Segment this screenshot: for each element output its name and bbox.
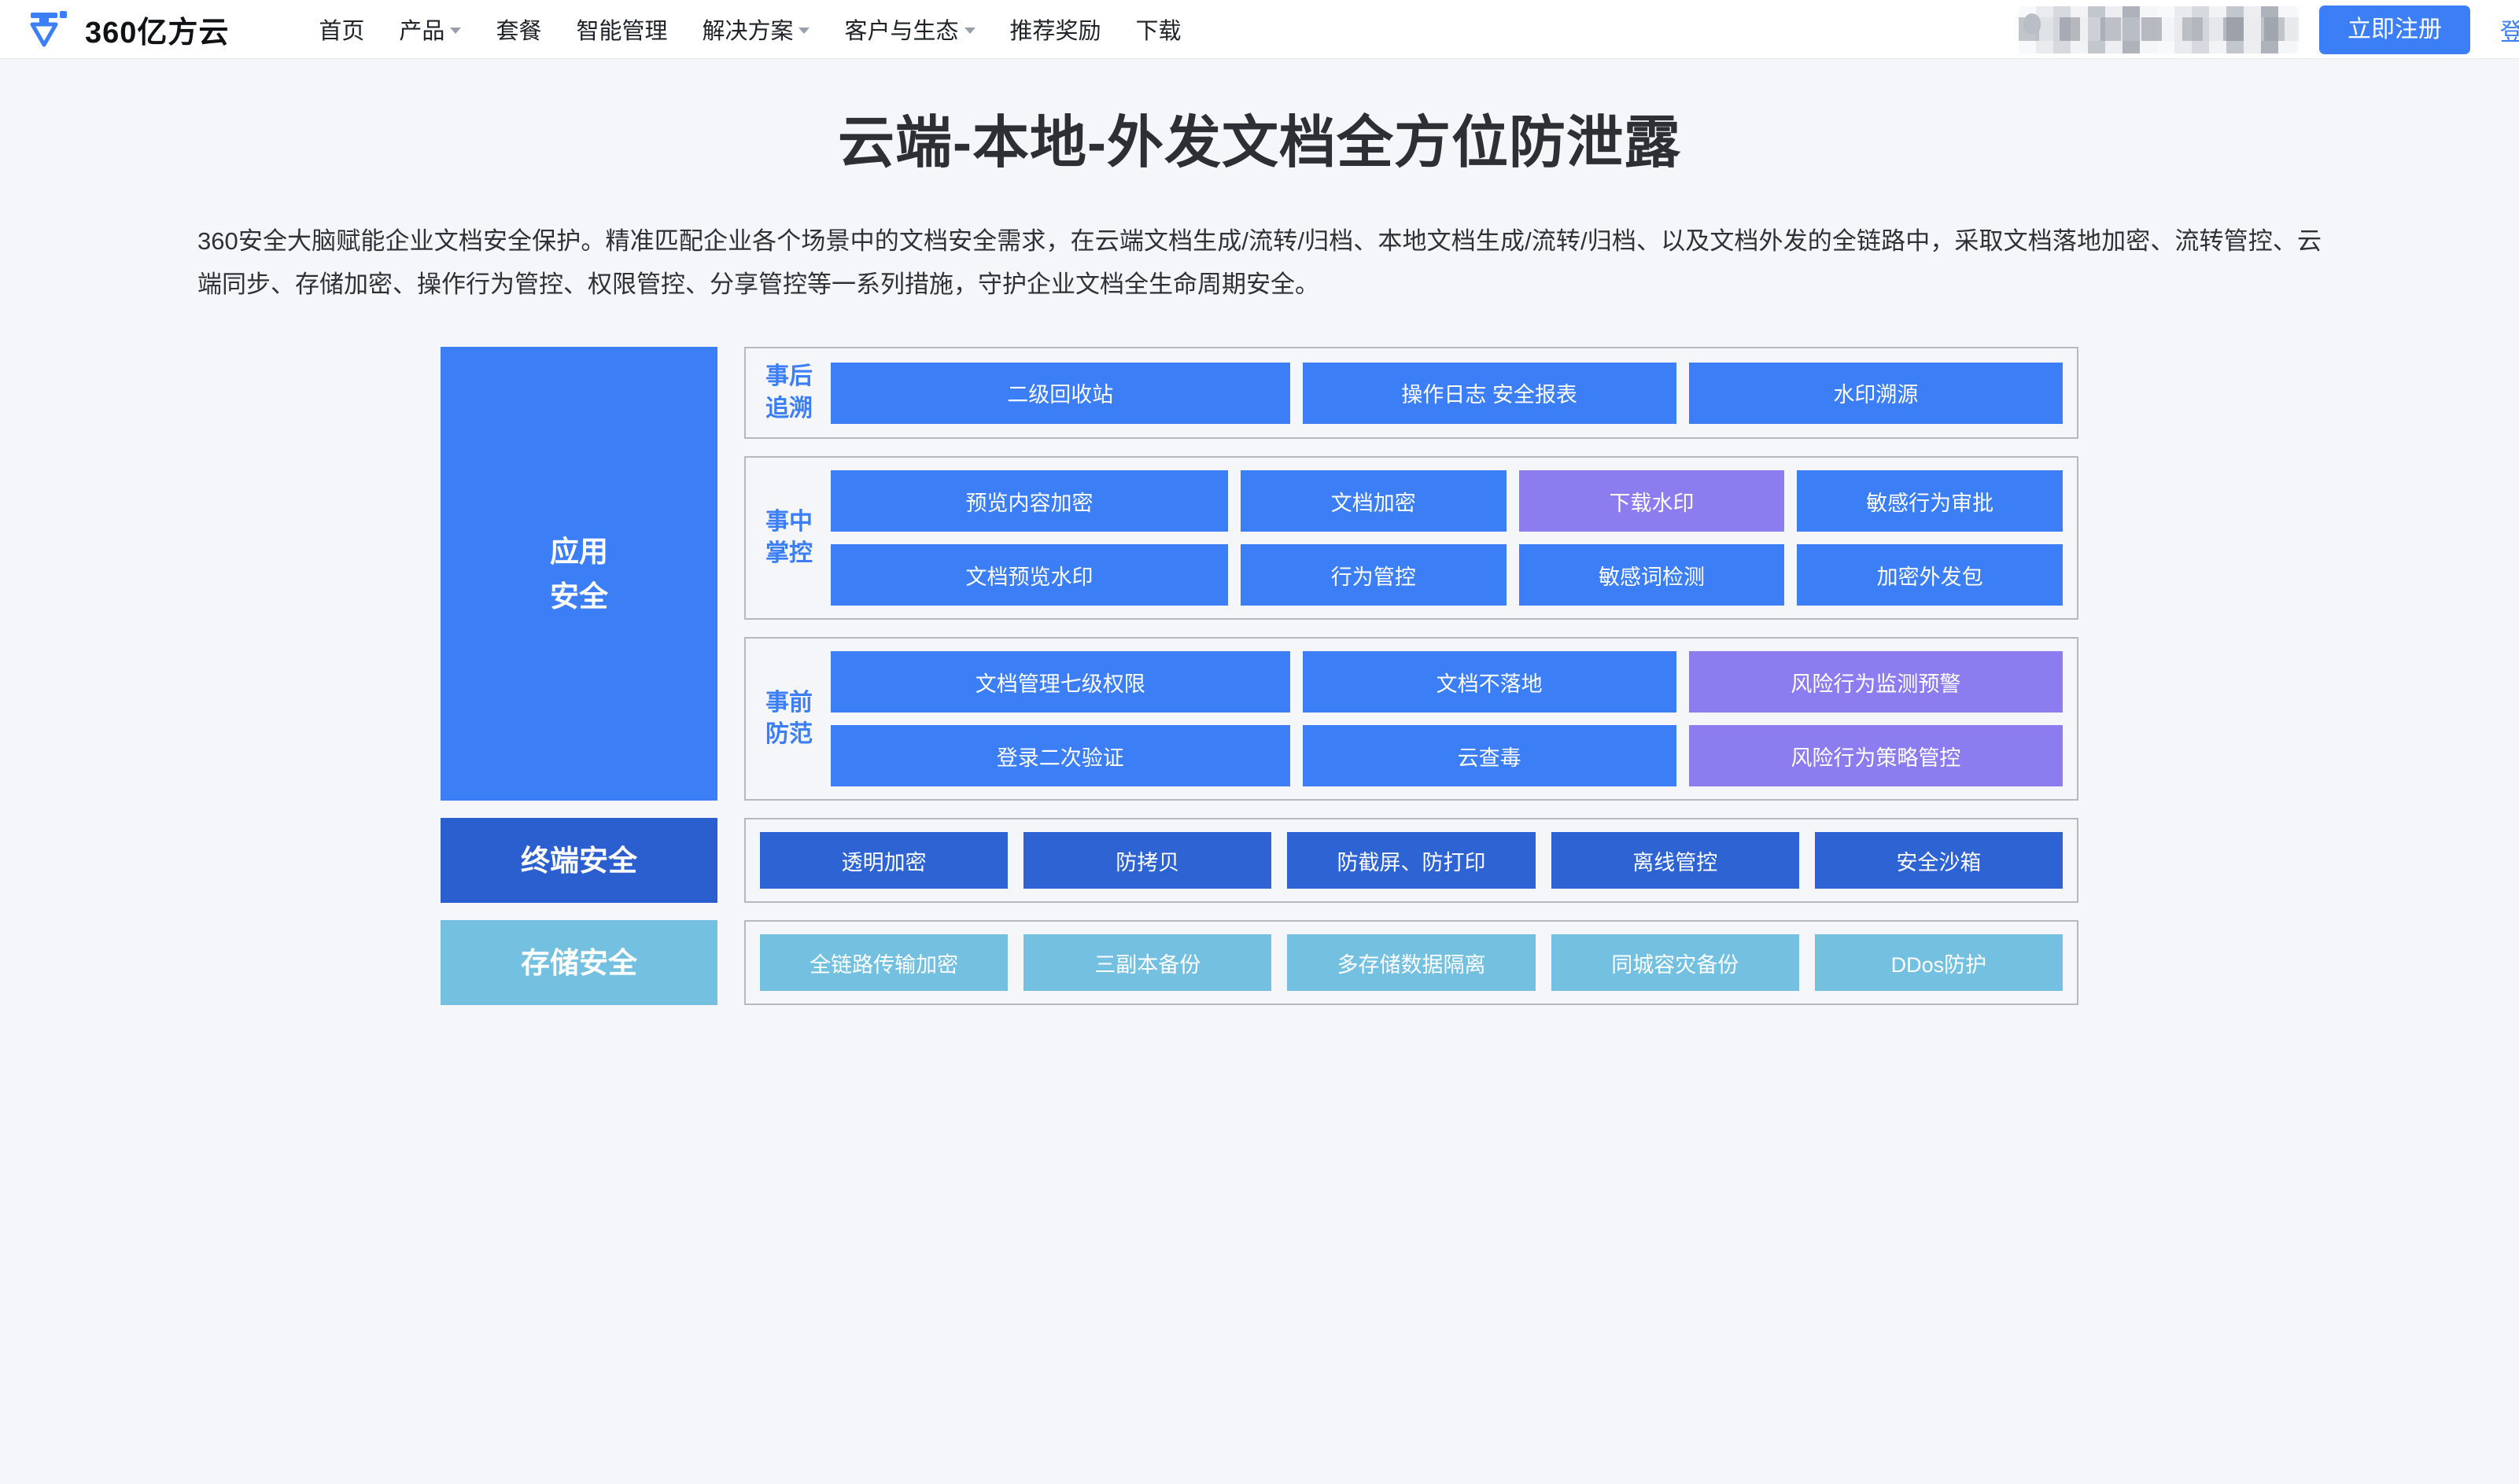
card-row: 全链路传输加密 三副本备份 多存储数据隔离 同城容灾备份 DDos防护 (760, 934, 2064, 992)
security-architecture-diagram: 应用 安全 事后 追溯 二级回收站 操作日志 安全报表 水印溯源 (441, 347, 2078, 1006)
feature-card[interactable]: 登录二次验证 (831, 725, 1290, 787)
nav-item-download[interactable]: 下载 (1119, 0, 1199, 59)
feature-card[interactable]: 预览内容加密 (831, 470, 1228, 532)
phase-box-post-incident: 事后 追溯 二级回收站 操作日志 安全报表 水印溯源 (744, 347, 2078, 440)
domain-label-line1: 应用 (550, 535, 608, 568)
chevron-down-icon (964, 28, 976, 34)
feature-card[interactable]: 文档加密 (1240, 470, 1507, 532)
storage-security-cards: 全链路传输加密 三副本备份 多存储数据隔离 同城容灾备份 DDos防护 (744, 920, 2078, 1006)
nav-item-label: 首页 (319, 19, 365, 44)
feature-card[interactable]: 二级回收站 (831, 362, 1290, 424)
account-redacted-area[interactable] (2019, 6, 2299, 53)
nav-item-customers-ecosystem[interactable]: 客户与生态 (827, 0, 992, 59)
chevron-down-icon (450, 28, 462, 34)
page-title: 云端-本地-外发文档全方位防泄露 (838, 112, 1681, 175)
feature-card[interactable]: 水印溯源 (1688, 362, 2063, 424)
nav-item-label: 推荐奖励 (1009, 19, 1101, 44)
chevron-down-icon (798, 28, 810, 34)
feature-card[interactable]: 多存储数据隔离 (1287, 934, 1536, 992)
endpoint-security-group: 终端安全 透明加密 防拷贝 防截屏、防打印 离线管控 安全沙箱 (441, 818, 2078, 904)
phase-label-line2: 追溯 (765, 395, 813, 422)
nav-item-label: 套餐 (496, 19, 542, 44)
card-row: 透明加密 防拷贝 防截屏、防打印 离线管控 安全沙箱 (760, 832, 2064, 889)
main-nav: 首页 产品 套餐 智能管理 解决方案 客户与生态 推荐奖励 下载 (301, 0, 1198, 59)
domain-label-storage-security: 存储安全 (441, 920, 717, 1006)
feature-card[interactable]: 全链路传输加密 (760, 934, 1009, 992)
domain-label-application-security: 应用 安全 (441, 347, 717, 801)
phase-row: 登录二次验证 云查毒 风险行为策略管控 (831, 725, 2063, 787)
hero-section: 云端-本地-外发文档全方位防泄露 360安全大脑赋能企业文档安全保护。精准匹配企… (0, 59, 2519, 306)
feature-card[interactable]: 离线管控 (1551, 832, 1799, 889)
nav-item-products[interactable]: 产品 (382, 0, 478, 59)
feature-card[interactable]: 文档预览水印 (831, 544, 1228, 606)
phase-rows: 预览内容加密 文档加密 下载水印 敏感行为审批 文档预览水印 行为管控 敏感词检… (831, 470, 2064, 606)
phase-label-line1: 事后 (765, 363, 813, 390)
phase-rows: 二级回收站 操作日志 安全报表 水印溯源 (831, 362, 2063, 424)
phase-rows: 文档管理七级权限 文档不落地 风险行为监测预警 登录二次验证 云查毒 风险行为策… (831, 651, 2063, 787)
endpoint-security-cards: 透明加密 防拷贝 防截屏、防打印 离线管控 安全沙箱 (744, 818, 2078, 904)
brand-pen-logo-icon (30, 11, 67, 47)
nav-item-smart-management[interactable]: 智能管理 (559, 0, 684, 59)
nav-item-label: 智能管理 (576, 19, 668, 44)
phase-label-line1: 事前 (765, 689, 813, 716)
feature-card[interactable]: 安全沙箱 (1814, 832, 2064, 889)
header-actions: 立即注册 登录 (2019, 0, 2519, 59)
phase-box-in-progress-control: 事中 掌控 预览内容加密 文档加密 下载水印 敏感行为审批 文档预览水印 行为管… (744, 456, 2078, 620)
feature-card[interactable]: 敏感词检测 (1518, 544, 1785, 606)
feature-card[interactable]: 加密外发包 (1797, 544, 2064, 606)
nav-item-label: 客户与生态 (844, 19, 959, 44)
feature-card[interactable]: 同城容灾备份 (1551, 934, 1799, 992)
domain-label-text: 应用 安全 (550, 529, 608, 620)
phase-row: 文档管理七级权限 文档不落地 风险行为监测预警 (831, 651, 2063, 713)
phase-label-in-progress-control: 事中 掌控 (760, 506, 818, 570)
nav-item-label: 解决方案 (702, 19, 794, 44)
application-security-phases: 事后 追溯 二级回收站 操作日志 安全报表 水印溯源 事中 掌控 (744, 347, 2078, 801)
feature-card[interactable]: 防拷贝 (1023, 832, 1272, 889)
storage-security-group: 存储安全 全链路传输加密 三副本备份 多存储数据隔离 同城容灾备份 DDos防护 (441, 920, 2078, 1006)
nav-item-plans[interactable]: 套餐 (478, 0, 559, 59)
phase-label-line2: 掌控 (765, 540, 813, 567)
site-header: 360亿方云 首页 产品 套餐 智能管理 解决方案 客户与生态 推荐奖励 下载 (0, 0, 2519, 59)
nav-item-label: 产品 (399, 19, 445, 44)
phase-label-post-incident: 事后 追溯 (760, 361, 818, 425)
phase-row: 文档预览水印 行为管控 敏感词检测 加密外发包 (831, 544, 2064, 606)
brand-logo-link[interactable]: 360亿方云 (27, 7, 229, 51)
phase-label-line1: 事中 (765, 508, 813, 535)
feature-card[interactable]: DDos防护 (1814, 934, 2064, 992)
feature-card[interactable]: 云查毒 (1302, 725, 1676, 787)
application-security-group: 应用 安全 事后 追溯 二级回收站 操作日志 安全报表 水印溯源 (441, 347, 2078, 801)
nav-item-home[interactable]: 首页 (301, 0, 382, 59)
domain-label-endpoint-security: 终端安全 (441, 818, 717, 904)
login-link[interactable]: 登录 (2500, 19, 2519, 46)
register-button[interactable]: 立即注册 (2319, 5, 2470, 54)
feature-card[interactable]: 敏感行为审批 (1797, 470, 2064, 532)
phase-row: 预览内容加密 文档加密 下载水印 敏感行为审批 (831, 470, 2064, 532)
feature-card[interactable]: 三副本备份 (1023, 934, 1272, 992)
feature-card[interactable]: 防截屏、防打印 (1287, 832, 1536, 889)
feature-card[interactable]: 操作日志 安全报表 (1302, 362, 1676, 424)
phase-label-pre-incident-prevention: 事前 防范 (760, 687, 818, 751)
nav-item-referral-rewards[interactable]: 推荐奖励 (993, 0, 1119, 59)
feature-card[interactable]: 行为管控 (1240, 544, 1507, 606)
nav-item-label: 下载 (1135, 19, 1182, 44)
feature-card[interactable]: 文档管理七级权限 (831, 651, 1290, 713)
phase-box-pre-incident-prevention: 事前 防范 文档管理七级权限 文档不落地 风险行为监测预警 登录二次验证 云查毒… (744, 637, 2078, 801)
feature-card[interactable]: 风险行为策略管控 (1688, 725, 2063, 787)
feature-card[interactable]: 文档不落地 (1302, 651, 1676, 713)
phase-label-line2: 防范 (765, 721, 813, 748)
nav-item-solutions[interactable]: 解决方案 (684, 0, 827, 59)
brand-name: 360亿方云 (85, 16, 230, 50)
domain-label-line2: 安全 (550, 580, 608, 613)
feature-card[interactable]: 风险行为监测预警 (1688, 651, 2063, 713)
hero-description: 360安全大脑赋能企业文档安全保护。精准匹配企业各个场景中的文档安全需求，在云端… (197, 227, 2322, 299)
feature-card[interactable]: 透明加密 (760, 832, 1009, 889)
feature-card[interactable]: 下载水印 (1518, 470, 1785, 532)
phase-row: 二级回收站 操作日志 安全报表 水印溯源 (831, 362, 2063, 424)
